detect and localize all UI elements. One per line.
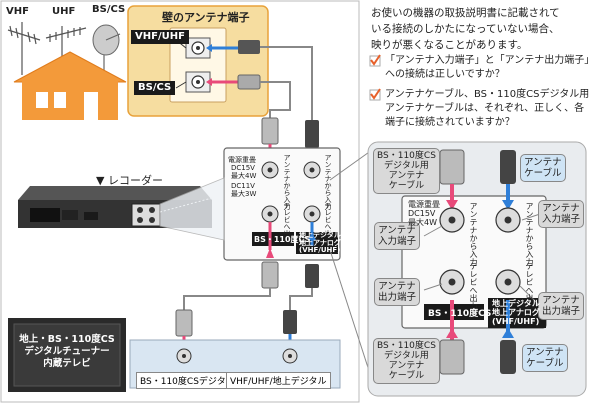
house-icon [13,51,127,120]
intro-line-1: お使いの機器の取扱説明書に記載されて [371,7,560,19]
zoom-antenna-in-label-2: アンテナから入力 [525,202,534,266]
zoom-bs-label: BS・110度CS [428,309,492,319]
tv-description: 地上・BS・110度CS デジタルチューナー 内蔵テレビ [19,334,115,369]
tv-vhf-plug-top-icon [305,264,319,288]
zoom-output-right-bubble: アンテナ出力端子 [538,292,585,320]
zoom-vhf-plug-top-icon [500,150,516,184]
zoom-bs-plug-top-icon [439,149,465,185]
question-1-line-2: への接続は正しいですか？ [385,69,505,80]
panel-vhf-in-connector-icon [303,161,321,179]
zoom-bs-in-connector-icon [439,207,465,233]
panel-bs-label: BS・110度CS [254,235,311,244]
satellite-dish-icon [92,24,121,75]
zoom-vhf-plug-bottom-icon [500,340,516,374]
wall-bs-cs-label: BS/CS [134,81,176,95]
zoom-bs-plug-bottom-icon [439,339,465,375]
intro-line-3: 映りが悪くなることがあります。 [371,39,528,51]
check-icon-2 [369,88,381,101]
vhf-label: VHF [6,6,29,17]
recorder-label: ▼ レコーダー [96,174,163,187]
tv-bs-input-label: BS・110度CSデジタル [136,372,239,389]
panel-power-1: 電源重畳 [228,156,256,164]
wall-vhf-uhf-label: VHF/UHF [131,30,189,44]
panel-antenna-in-label-2: アンテナから入力 [324,154,332,210]
panel-power-2: DC15V [231,164,255,172]
bscs-label: BS/CS [92,4,126,15]
zoom-antenna-in-label-1: アンテナから入力 [469,202,478,266]
panel-antenna-in-label-1: アンテナから入力 [283,154,291,210]
zoom-input-right-bubble: アンテナ入力端子 [538,200,585,228]
question-2-line-3: 端子に接続されていますか？ [385,117,515,128]
vhf-antenna-icon [7,22,41,75]
panel-terrestrial-label: 地上デジタル 地上アナログ (VHF/UHF) [299,231,341,254]
uhf-label: UHF [52,6,76,17]
bs-plug-icon [237,74,261,90]
recorder-zoom-wedge [159,177,225,241]
zoom-line-bottom [329,249,373,381]
question-2-line-2: アンテナケーブルは、それぞれ、正しく、各 [385,103,585,114]
vhf-plug-icon [238,40,260,54]
panel-power-3: 最大4W [231,172,257,180]
question-2-line-1: アンテナケーブル、BS・110度CSデジタル用 [385,89,590,100]
tv-bs-plug-bottom-icon [175,309,193,337]
panel-bs-in-connector-icon [261,161,279,179]
zoom-tv-out-label-1: テレビへ出力 [469,262,478,310]
zoom-terrestrial-label: 地上デジタル地上アナログ(VHF/UHF) [492,299,540,326]
zoom-antenna-cable-top-bubble: アンテナケーブル [520,154,566,182]
zoom-line-top [329,149,373,181]
intro-line-2: いる接続のしかたになっていない場合、 [371,23,560,35]
zoom-antenna-cable-bottom-bubble: アンテナケーブル [522,344,568,372]
panel-bs-out-connector-icon [261,205,279,223]
zoom-tv-out-label-2: テレビへ出力 [525,262,534,310]
tv-vhf-plug-bottom-icon [283,310,297,334]
check-icon-1 [369,54,381,67]
panel-vhf-plug-icon [305,120,319,148]
tv-bs-connector-icon [176,348,192,364]
panel-tv-out-label-2: テレビへ出力 [324,202,332,244]
tv-terrestrial-input-label: VHF/UHF/地上デジタル [226,372,331,389]
panel-power-4: DC11V [231,182,255,190]
zoom-vhf-in-connector-icon [495,207,521,233]
tv-vhf-connector-icon [282,348,298,364]
panel-tv-out-label-1: テレビへ出力 [283,202,291,244]
tv-bs-plug-top-icon [261,261,279,289]
television-icon [8,318,126,392]
wall-vhf-connector-icon [185,37,211,59]
zoom-output-left-bubble: アンテナ出力端子 [374,278,421,306]
question-1-line-1: 「アンテナ入力端子」と「アンテナ出力端子」 [385,55,590,66]
panel-power-5: 最大3W [231,190,257,198]
zoom-input-left-bubble: アンテナ入力端子 [374,222,421,250]
zoom-bs-out-connector-icon [439,269,465,295]
vhf-cable-to-tv [289,288,313,310]
wall-terminal-title: 壁のアンテナ端子 [162,11,250,24]
main-frame [0,0,360,403]
zoom-vhf-out-connector-icon [495,269,521,295]
panel-bs-plug-icon [261,117,279,145]
bs-cable-to-tv [183,288,271,310]
uhf-antenna-icon [45,26,87,75]
panel-vhf-out-connector-icon [303,205,321,223]
